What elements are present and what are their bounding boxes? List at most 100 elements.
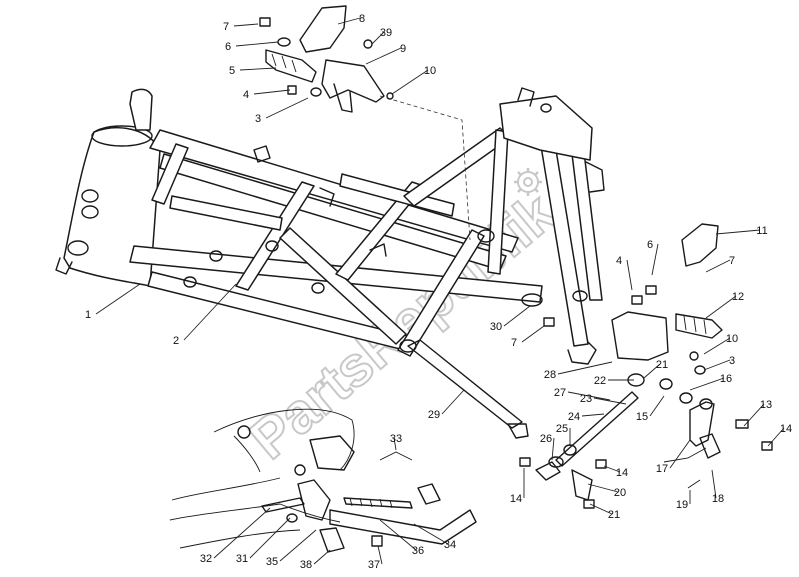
callout-number-5: 5 bbox=[229, 65, 235, 77]
callout-leader-7c bbox=[521, 325, 545, 343]
callout-number-9: 9 bbox=[400, 43, 406, 55]
callout-leader-30 bbox=[503, 305, 531, 327]
callout-leader-12 bbox=[705, 295, 737, 319]
callout-number-13: 13 bbox=[760, 399, 772, 411]
callout-leader-39 bbox=[371, 31, 385, 45]
callout-leader-3a bbox=[265, 97, 309, 119]
callout-number-14b: 14 bbox=[616, 467, 628, 479]
callout-leader-8 bbox=[337, 17, 361, 25]
callout-leader-1 bbox=[95, 283, 141, 315]
lower-pedal-assembly bbox=[169, 408, 477, 553]
callout-leader-34 bbox=[413, 523, 449, 545]
callout-leader-9 bbox=[365, 47, 402, 65]
callout-leader-15 bbox=[649, 395, 665, 417]
callout-number-35: 35 bbox=[266, 556, 278, 568]
right-footpeg-assembly bbox=[611, 223, 773, 489]
callout-number-17: 17 bbox=[656, 463, 668, 475]
callout-number-29: 29 bbox=[428, 409, 440, 421]
callout-leader-4a bbox=[253, 89, 291, 95]
callout-number-10a: 10 bbox=[424, 65, 436, 77]
callout-leader-4b bbox=[626, 259, 633, 291]
callout-number-24: 24 bbox=[568, 411, 580, 423]
callout-number-12: 12 bbox=[732, 291, 744, 303]
callout-number-26: 26 bbox=[540, 433, 552, 445]
callout-leader-13 bbox=[743, 403, 765, 427]
callout-number-14c: 14 bbox=[510, 493, 522, 505]
callout-number-10b: 10 bbox=[726, 333, 738, 345]
callout-leader-10a bbox=[391, 69, 429, 95]
callout-leader-33 bbox=[393, 437, 397, 451]
gear-icon bbox=[514, 168, 542, 196]
callout-leader-18 bbox=[711, 469, 717, 499]
callout-number-37: 37 bbox=[368, 559, 380, 571]
callout-number-7a: 7 bbox=[223, 21, 229, 33]
callout-number-22: 22 bbox=[594, 375, 606, 387]
callout-number-3b: 3 bbox=[729, 355, 735, 367]
callout-number-33: 33 bbox=[390, 433, 402, 445]
callout-number-15: 15 bbox=[636, 411, 648, 423]
callout-number-16: 16 bbox=[720, 373, 732, 385]
callout-number-27: 27 bbox=[554, 387, 566, 399]
callout-number-11: 11 bbox=[756, 225, 767, 237]
callout-leader-14b bbox=[603, 465, 621, 473]
callout-leader-32 bbox=[213, 507, 271, 559]
callout-leader-31 bbox=[249, 517, 291, 559]
gear-linkage bbox=[399, 293, 639, 509]
callout-leader-35 bbox=[279, 529, 317, 562]
callout-number-21a: 21 bbox=[656, 359, 668, 371]
callout-leader-28 bbox=[557, 361, 613, 375]
callout-number-30: 30 bbox=[490, 321, 502, 333]
main-frame bbox=[55, 87, 605, 365]
callout-number-7c: 7 bbox=[511, 337, 517, 349]
callout-number-39: 39 bbox=[380, 27, 392, 39]
callout-leader-23 bbox=[593, 397, 627, 405]
callout-number-23: 23 bbox=[580, 393, 592, 405]
callout-leader-5 bbox=[239, 67, 277, 71]
callout-number-1: 1 bbox=[85, 309, 91, 321]
callout-leader-36 bbox=[379, 519, 417, 551]
callout-leader-6b bbox=[651, 243, 659, 276]
callout-number-4b: 4 bbox=[616, 255, 622, 267]
callout-leader-26 bbox=[551, 437, 555, 461]
callout-number-6a: 6 bbox=[225, 41, 231, 53]
callout-leader-27 bbox=[567, 391, 611, 401]
callout-leader-3b bbox=[703, 359, 731, 371]
callout-leader-14a bbox=[767, 427, 785, 447]
callout-number-25: 25 bbox=[556, 423, 568, 435]
callout-leader-7a bbox=[233, 23, 259, 27]
callout-leader-11 bbox=[715, 229, 761, 235]
callout-number-7b: 7 bbox=[729, 255, 735, 267]
callout-number-14a: 14 bbox=[780, 423, 792, 435]
callout-number-32: 32 bbox=[200, 553, 212, 565]
callout-leader-16 bbox=[689, 377, 725, 391]
callout-number-36: 36 bbox=[412, 545, 424, 557]
callout-leader-10b bbox=[703, 337, 731, 355]
callout-leader-7b bbox=[705, 259, 731, 273]
callout-leader-37 bbox=[377, 545, 383, 565]
callout-leader-6a bbox=[235, 41, 279, 47]
callout-number-8: 8 bbox=[359, 13, 365, 25]
callout-leader-21b bbox=[589, 503, 613, 515]
callout-leader-17 bbox=[669, 439, 691, 469]
callout-leader-2 bbox=[183, 283, 237, 341]
callout-leader-20 bbox=[587, 483, 619, 493]
callout-number-3a: 3 bbox=[255, 113, 261, 125]
callout-number-20: 20 bbox=[614, 487, 626, 499]
callout-number-34: 34 bbox=[444, 539, 456, 551]
callout-number-6b: 6 bbox=[647, 239, 653, 251]
callout-number-18: 18 bbox=[712, 493, 724, 505]
callout-number-21b: 21 bbox=[608, 509, 620, 521]
left-footpeg-assembly bbox=[259, 5, 394, 113]
callout-number-4a: 4 bbox=[243, 89, 249, 101]
callout-leader-38 bbox=[313, 549, 331, 565]
callout-number-38: 38 bbox=[300, 559, 312, 571]
callout-number-2: 2 bbox=[173, 335, 179, 347]
callout-leader-29 bbox=[441, 389, 465, 415]
callout-number-28: 28 bbox=[544, 369, 556, 381]
callout-number-31: 31 bbox=[236, 553, 248, 565]
callout-number-19: 19 bbox=[676, 499, 688, 511]
callout-leader-21a bbox=[643, 363, 661, 379]
callout-leader-24 bbox=[581, 413, 605, 417]
